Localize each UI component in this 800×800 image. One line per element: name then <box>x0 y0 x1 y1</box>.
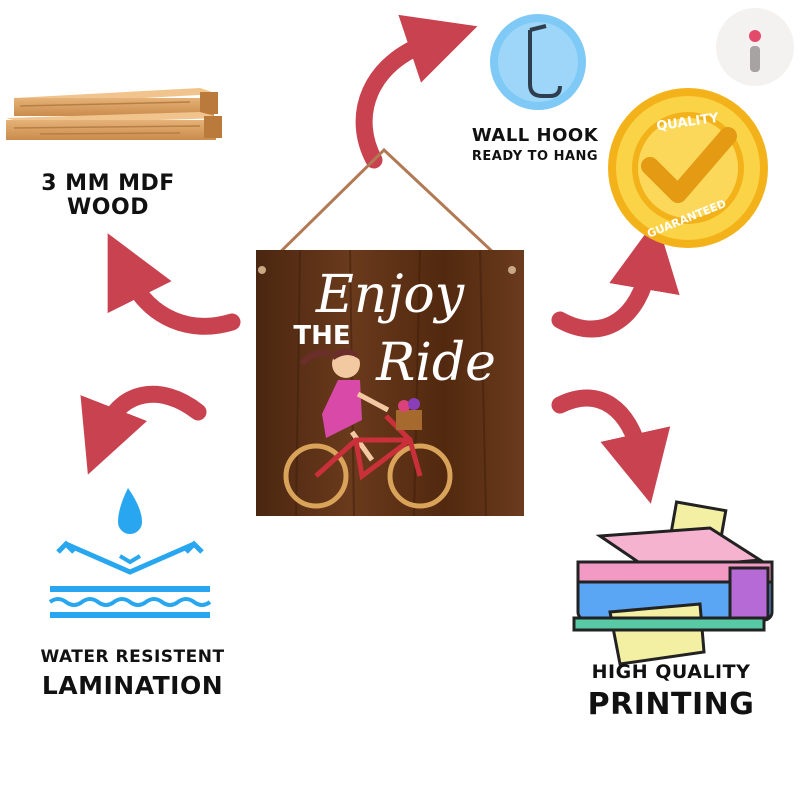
high-quality-title: HIGH QUALITY <box>591 661 751 683</box>
wood-planks-icon <box>6 88 222 140</box>
mdf-wood-line2: WOOD <box>67 195 149 221</box>
arrow-to-lamination <box>80 385 207 475</box>
wall-hook-subtitle: READY TO HANG <box>471 149 599 164</box>
printer-icon <box>572 500 774 666</box>
arrow-to-wall-hook <box>355 14 478 169</box>
arrow-to-printing <box>551 389 671 504</box>
mdf-wood-line1: 3 MM MDF <box>41 171 175 196</box>
arrow-to-quality-badge <box>551 218 680 338</box>
sign-line-ride: Ride <box>375 333 496 393</box>
badge-top-text: QUALITY <box>655 111 720 135</box>
mdf-wood-label: 3 MM MDF WOOD <box>8 171 208 221</box>
printing-title: PRINTING <box>587 687 755 722</box>
enjoy-the-ride-sign <box>256 147 524 517</box>
water-resistant-title: WATER RESISTENT <box>40 647 225 667</box>
wall-hook-icon <box>490 14 586 110</box>
quality-guaranteed-badge <box>608 88 768 248</box>
brand-logo-stem <box>750 46 760 72</box>
wall-hook-title: WALL HOOK <box>471 125 599 146</box>
arrow-to-mdf-wood <box>107 233 241 335</box>
badge-bottom-text: GUARANTEED <box>645 197 728 241</box>
water-resistant-icon <box>48 488 212 618</box>
sign-line-the: THE <box>293 321 350 351</box>
brand-logo-dot <box>749 30 761 42</box>
lamination-title: LAMINATION <box>41 671 224 700</box>
sign-line-enjoy: Enjoy <box>315 265 465 325</box>
